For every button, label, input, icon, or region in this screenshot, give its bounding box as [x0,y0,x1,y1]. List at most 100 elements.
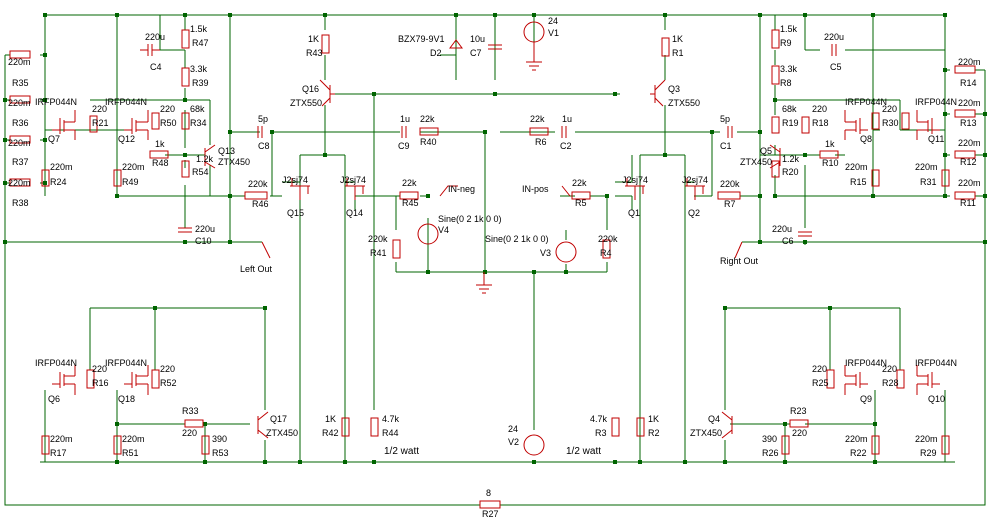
svg-text:C10: C10 [195,236,212,246]
svg-text:1u: 1u [562,114,572,124]
svg-text:J2sj74: J2sj74 [682,175,708,185]
svg-text:1/2 watt: 1/2 watt [384,446,419,457]
svg-text:IN-neg: IN-neg [448,184,475,194]
svg-text:R22: R22 [850,448,867,458]
svg-text:C8: C8 [258,141,270,151]
labels-left-top: 220m R35 220m R36 220m R37 220m R38 220m… [8,24,366,274]
svg-text:Q8: Q8 [860,134,872,144]
svg-text:Right Out: Right Out [720,256,759,266]
svg-text:68k: 68k [190,104,205,114]
svg-text:1.2k: 1.2k [196,154,214,164]
svg-text:1K: 1K [325,414,336,424]
svg-text:C9: C9 [398,141,410,151]
junction-dots [3,13,987,464]
svg-text:ZTX450: ZTX450 [690,428,722,438]
svg-text:Q6: Q6 [48,394,60,404]
svg-text:220k: 220k [368,234,388,244]
svg-text:R40: R40 [420,137,437,147]
svg-text:Sine(0 2 1k 0 0): Sine(0 2 1k 0 0) [485,234,549,244]
svg-text:Q2: Q2 [688,208,700,218]
labels-right-top: 1K R1 Q3 ZTX550 J2sj74 Q1 J2sj74 Q2 220k… [622,24,981,266]
svg-text:Q12: Q12 [118,134,135,144]
svg-text:220u: 220u [824,32,844,42]
svg-text:Left Out: Left Out [240,264,273,274]
svg-text:R1: R1 [672,48,684,58]
svg-text:1k: 1k [825,139,835,149]
svg-text:220: 220 [92,364,107,374]
svg-text:IRFP044N: IRFP044N [35,358,77,368]
svg-text:1u: 1u [400,114,410,124]
svg-text:R53: R53 [212,448,229,458]
svg-text:R13: R13 [960,118,977,128]
svg-text:R46: R46 [252,199,269,209]
svg-text:220: 220 [882,364,897,374]
sources-and-diodes [261,21,743,456]
svg-text:220m: 220m [122,162,145,172]
svg-text:ZTX450: ZTX450 [266,428,298,438]
svg-text:R9: R9 [780,38,792,48]
wiring [4,14,986,506]
svg-text:V3: V3 [540,248,551,258]
svg-text:Q4: Q4 [708,414,720,424]
svg-text:C7: C7 [470,48,482,58]
svg-text:220: 220 [882,104,897,114]
svg-text:Q9: Q9 [860,394,872,404]
resistors [9,29,976,509]
svg-text:1k: 1k [155,139,165,149]
svg-text:R14: R14 [960,78,977,88]
svg-text:220m: 220m [122,434,145,444]
svg-text:R3: R3 [595,428,607,438]
svg-text:R5: R5 [575,198,587,208]
svg-text:1K: 1K [648,414,659,424]
svg-text:R26: R26 [762,448,779,458]
svg-text:Q3: Q3 [668,84,680,94]
svg-text:R37: R37 [12,157,29,167]
svg-text:R17: R17 [50,448,67,458]
svg-text:R18: R18 [812,118,829,128]
svg-text:R49: R49 [122,177,139,187]
capacitors [140,44,837,237]
svg-text:390: 390 [212,434,227,444]
svg-text:IRFP044N: IRFP044N [845,97,887,107]
svg-text:C2: C2 [560,141,572,151]
svg-text:5p: 5p [720,114,730,124]
svg-text:22k: 22k [420,114,435,124]
svg-text:220m: 220m [958,57,981,67]
svg-text:IRFP044N: IRFP044N [845,358,887,368]
svg-text:R10: R10 [822,158,839,168]
svg-text:Q7: Q7 [48,134,60,144]
svg-text:1.5k: 1.5k [190,24,208,34]
svg-text:R33: R33 [182,406,199,416]
svg-text:R42: R42 [322,428,339,438]
svg-text:220: 220 [160,364,175,374]
svg-text:ZTX450: ZTX450 [218,157,250,167]
svg-text:R6: R6 [535,137,547,147]
svg-text:R25: R25 [812,378,829,388]
svg-text:IRFP044N: IRFP044N [915,97,957,107]
svg-text:BZX79-9V1: BZX79-9V1 [398,34,445,44]
svg-text:J2sj74: J2sj74 [622,175,648,185]
svg-text:R19: R19 [782,118,799,128]
svg-text:220u: 220u [195,224,215,234]
svg-text:R48: R48 [152,158,169,168]
svg-text:V2: V2 [508,437,519,447]
svg-text:C5: C5 [830,62,842,72]
svg-text:Q18: Q18 [118,394,135,404]
svg-text:220m: 220m [915,162,938,172]
svg-text:C1: C1 [720,141,732,151]
svg-text:Q17: Q17 [270,414,287,424]
svg-text:IRFP044N: IRFP044N [105,97,147,107]
svg-text:R47: R47 [192,38,209,48]
svg-text:V4: V4 [438,225,449,235]
svg-text:J2sj74: J2sj74 [340,175,366,185]
svg-text:R50: R50 [160,118,177,128]
svg-text:220: 220 [812,104,827,114]
svg-text:IRFP044N: IRFP044N [105,358,147,368]
svg-text:D2: D2 [430,48,442,58]
svg-text:R27: R27 [482,509,499,519]
svg-text:3.3k: 3.3k [780,64,798,74]
svg-text:R4: R4 [600,248,612,258]
svg-text:R43: R43 [306,48,323,58]
